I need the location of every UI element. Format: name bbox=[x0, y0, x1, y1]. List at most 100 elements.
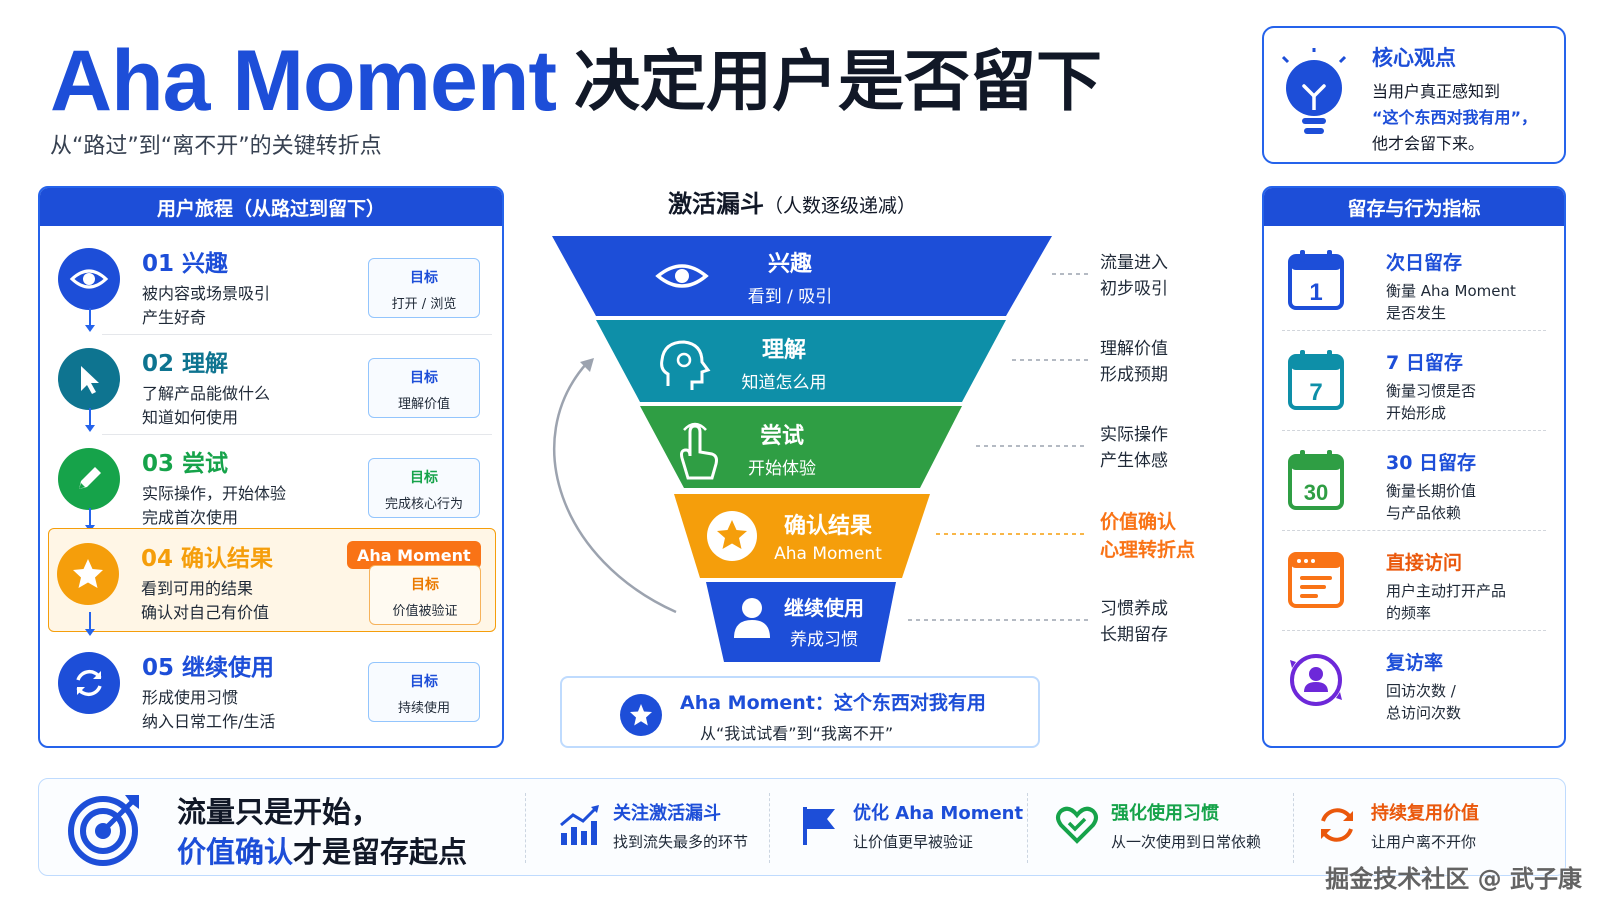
step-description: 纳入日常工作/生活 bbox=[142, 712, 276, 731]
core-viewpoint-line: “这个东西对我有用”， bbox=[1372, 108, 1538, 127]
goal-value: 价值被验证 bbox=[392, 604, 458, 619]
metric-desc: 总访问次数 bbox=[1386, 704, 1462, 722]
down-arrow-icon bbox=[85, 612, 95, 636]
funnel-note: 流量进入 初步吸引 bbox=[1100, 250, 1168, 302]
goal-label: 目标 bbox=[410, 370, 438, 386]
funnel-note-highlight: 价值确认 心理转折点 bbox=[1100, 508, 1195, 564]
goal-value: 理解价值 bbox=[397, 397, 450, 412]
tip-desc: 让用户离不开你 bbox=[1371, 833, 1477, 851]
funnel-level-title: 尝试 bbox=[759, 424, 804, 449]
funnel-title: 激活漏斗（人数逐级递减） bbox=[668, 184, 916, 219]
step-description: 产生好奇 bbox=[142, 308, 207, 327]
metric-title: 复访率 bbox=[1386, 652, 1444, 674]
metric-direct-visit: 直接访问 用户主动打开产品 的频率 bbox=[1264, 534, 1564, 634]
funnel-label: 兴趣 看到 / 吸引 bbox=[720, 246, 860, 307]
bottom-summary-bar: 流量只是开始， 价值确认才是留存起点 关注激活漏斗 找到流失最多的环节 优化 A… bbox=[38, 778, 1566, 876]
metric-desc: 开始形成 bbox=[1386, 404, 1447, 422]
cursor-icon bbox=[58, 348, 120, 410]
funnel-level-sub: 看到 / 吸引 bbox=[747, 287, 833, 307]
lightbulb-icon bbox=[1282, 48, 1346, 134]
summary-line-2: 价值确认才是留存起点 bbox=[177, 829, 467, 871]
goal-label: 目标 bbox=[410, 470, 438, 486]
funnel-label: 确认结果 Aha Moment bbox=[758, 508, 898, 564]
funnel-note: 理解价值 形成预期 bbox=[1100, 336, 1168, 388]
note-line: 理解价值 bbox=[1100, 339, 1168, 359]
tip-title: 强化使用习惯 bbox=[1111, 803, 1219, 824]
divider bbox=[1282, 330, 1546, 331]
funnel-level-interest bbox=[552, 236, 1052, 316]
aha-moment-badge: Aha Moment bbox=[347, 541, 481, 569]
user-journey-header: 用户旅程（从路过到留下） bbox=[40, 188, 502, 226]
metric-desc: 回访次数 / bbox=[1386, 682, 1456, 700]
step-description: 知道如何使用 bbox=[142, 408, 239, 427]
step-description: 形成使用习惯 bbox=[142, 688, 239, 707]
browser-icon bbox=[1288, 552, 1344, 608]
funnel-note: 习惯养成 长期留存 bbox=[1100, 596, 1168, 648]
step-description: 确认对自己有价值 bbox=[141, 603, 270, 622]
funnel-label: 理解 知道怎么用 bbox=[714, 332, 854, 393]
summary-rest: 才是留存起点 bbox=[293, 835, 468, 869]
step-description: 被内容或场景吸引 bbox=[142, 284, 271, 303]
star-icon bbox=[707, 511, 757, 561]
goal-value: 完成核心行为 bbox=[384, 497, 463, 512]
return-arrow-head bbox=[580, 358, 594, 372]
pencil-icon bbox=[58, 448, 120, 510]
metric-title: 次日留存 bbox=[1386, 252, 1463, 274]
metric-desc: 衡量习惯是否 bbox=[1386, 382, 1477, 400]
funnel-level-sub: 开始体验 bbox=[748, 459, 816, 479]
title-english: Aha Moment bbox=[50, 33, 557, 129]
step-description: 完成首次使用 bbox=[142, 508, 239, 527]
core-viewpoint-line: 他才会留下来。 bbox=[1372, 134, 1485, 153]
journey-step-confirm: 04 确认结果 Aha Moment 看到可用的结果 确认对自己有价值 目标 价… bbox=[48, 528, 496, 632]
calendar-number: 30 bbox=[1304, 480, 1328, 505]
note-line: 产生体感 bbox=[1100, 451, 1168, 471]
metric-next-day-retention: 1 次日留存 衡量 Aha Moment 是否发生 bbox=[1264, 234, 1564, 334]
tip-desc: 让价值更早被验证 bbox=[853, 833, 974, 851]
step-title: 01 兴趣 bbox=[142, 251, 229, 277]
journey-step-interest: 01 兴趣 被内容或场景吸引 产生好奇 目标 打开 / 浏览 bbox=[50, 234, 494, 334]
hand-pointer-icon bbox=[680, 422, 718, 480]
aha-callout-sub: 从“我试试看”到“我离不开” bbox=[700, 724, 894, 743]
note-line: 长期留存 bbox=[1100, 625, 1168, 645]
metric-30-day-retention: 30 30 日留存 衡量长期价值 与产品依赖 bbox=[1264, 434, 1564, 534]
step-description: 了解产品能做什么 bbox=[142, 384, 271, 403]
funnel-level-try bbox=[640, 406, 962, 488]
funnel-title-note: （人数逐级递减） bbox=[764, 195, 917, 217]
step-description: 实际操作，开始体验 bbox=[142, 484, 287, 503]
page-subtitle: 从“路过”到“离不开”的关键转折点 bbox=[50, 134, 382, 159]
journey-step-try: 03 尝试 实际操作，开始体验 完成首次使用 目标 完成核心行为 bbox=[50, 434, 494, 534]
funnel-level-title: 继续使用 bbox=[784, 596, 864, 620]
heart-check-icon bbox=[1056, 806, 1098, 844]
core-viewpoint-card: 核心观点 当用户真正感知到 “这个东西对我有用”， 他才会留下来。 bbox=[1262, 26, 1566, 164]
tip-desc: 找到流失最多的环节 bbox=[613, 833, 749, 851]
tip-habit: 强化使用习惯 从一次使用到日常依赖 bbox=[1055, 799, 1285, 859]
step-goal-box: 目标 持续使用 bbox=[368, 662, 480, 722]
eye-icon bbox=[58, 248, 120, 310]
goal-label: 目标 bbox=[411, 577, 439, 593]
goal-label: 目标 bbox=[410, 270, 438, 286]
calendar-icon: 30 bbox=[1288, 450, 1344, 510]
step-title: 04 确认结果 bbox=[141, 546, 274, 572]
star-icon bbox=[620, 694, 662, 736]
metric-desc: 的频率 bbox=[1386, 604, 1432, 622]
funnel-level-sub: Aha Moment bbox=[774, 544, 882, 564]
funnel-level-title: 确认结果 bbox=[783, 514, 872, 539]
divider bbox=[1027, 793, 1028, 863]
metric-7-day-retention: 7 7 日留存 衡量习惯是否 开始形成 bbox=[1264, 334, 1564, 434]
funnel-note: 实际操作 产生体感 bbox=[1100, 422, 1168, 474]
divider bbox=[1293, 793, 1294, 863]
funnel-level-sub: 知道怎么用 bbox=[741, 373, 827, 393]
retention-metrics-panel: 留存与行为指标 1 次日留存 衡量 Aha Moment 是否发生 7 7 日留… bbox=[1262, 186, 1566, 748]
funnel-label: 继续使用 养成习惯 bbox=[764, 592, 884, 650]
funnel-level-sub: 养成习惯 bbox=[790, 630, 858, 650]
divider bbox=[769, 793, 770, 863]
step-title: 05 继续使用 bbox=[142, 655, 275, 681]
metric-desc: 用户主动打开产品 bbox=[1386, 582, 1507, 600]
funnel-level-title: 理解 bbox=[761, 338, 806, 363]
refresh-icon bbox=[1321, 808, 1353, 842]
tip-activation-funnel: 关注激活漏斗 找到流失最多的环节 bbox=[557, 799, 767, 859]
funnel-label: 尝试 开始体验 bbox=[712, 418, 852, 479]
note-line: 心理转折点 bbox=[1100, 539, 1196, 561]
funnel-title-main: 激活漏斗 bbox=[668, 190, 764, 218]
